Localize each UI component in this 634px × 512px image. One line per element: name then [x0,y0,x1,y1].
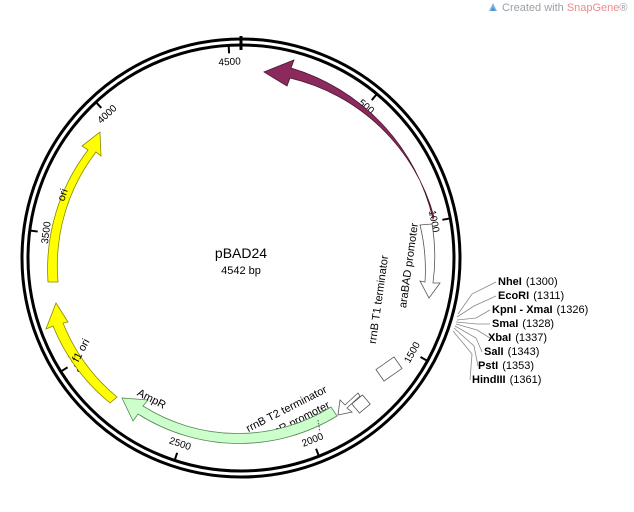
site-leader-hindiii [452,330,473,381]
watermark-brand: SnapGene [566,2,620,14]
site-pos-sali: (1343) [508,346,540,358]
site-label-kpni-xmai: KpnI - XmaI (1326) [492,304,588,316]
ampr-dotted-mark [317,419,321,433]
feature-ampr-promoter-arrow [337,392,361,416]
feature-ori-label: ori [56,187,71,202]
site-label-hindiii: HindIII (1361) [472,374,541,386]
restriction-sites: NheI (1300) EcoRI (1311) KpnI - XmaI (1326)… [472,276,588,386]
tick-label-2000: 2000 [300,431,325,450]
site-name-psti: PstI [478,360,498,372]
site-leader-kpni-xmai [456,309,491,321]
tick-mark-3500 [29,229,38,233]
site-name-smai: SmaI [492,318,518,330]
feature-ampr-arrow [121,397,338,444]
site-pos-smai: (1328) [522,318,554,330]
feature-ori-arrow [47,131,102,283]
site-label-sali: SalI (1343) [484,346,539,358]
tick-label-1500: 1500 [403,340,424,365]
feature-rrnb-t1-terminator-box [375,356,403,382]
site-name-xbai: XbaI [488,332,511,344]
feature-arabad-promoter-arrow [419,223,441,299]
site-leader-ecori [456,295,497,318]
site-leader-xbai [455,323,491,339]
site-label-smai: SmaI (1328) [492,318,554,330]
plasmid-length: 4542 bp [221,265,261,277]
feature-f1-ori-arrow [45,302,118,404]
feature-f1-ori-label: f1 ori [70,337,92,364]
site-leader-nhei [457,281,497,315]
site-label-nhei: NheI (1300) [498,276,558,288]
site-pos-psti: (1353) [502,360,534,372]
site-pos-ecori: (1311) [533,290,564,302]
feature-rrnb-t1-terminator-label: rrnB T1 terminator [367,254,391,344]
site-label-xbai: XbaI (1337) [488,332,547,344]
snapgene-logo-icon [489,3,497,11]
tick-mark-2500 [173,452,179,461]
tick-label-2500: 2500 [168,436,193,454]
site-name-kpni-xmai: KpnI - XmaI [492,304,553,316]
tick-mark-3000 [60,366,69,373]
watermark-prefix: Created with [502,2,567,14]
site-name-nhei: NheI [498,276,522,288]
tick-mark-2000 [315,448,320,457]
feature-rrnb-t2-terminator-box [351,394,371,414]
site-leader-smai [455,321,490,325]
tick-label-4500: 4500 [218,56,241,68]
site-pos-xbai: (1337) [515,332,547,344]
site-leader-sali [454,325,483,353]
site-label-psti: PstI (1353) [478,360,534,372]
site-name-ecori: EcoRI [498,290,529,302]
site-pos-kpni-xmai: (1326) [557,304,589,316]
watermark-suffix: ® [619,2,628,14]
site-name-hindiii: HindIII [472,374,506,386]
site-pos-hindiii: (1361) [510,374,542,386]
site-leader-lines [452,281,497,381]
tick-mark-4000 [95,101,103,109]
site-leader-psti [453,327,479,367]
site-pos-nhei: (1300) [526,276,558,288]
snapgene-watermark: Created with SnapGene® [488,2,628,14]
plasmid-name: pBAD24 [215,245,267,261]
site-label-ecori: EcoRI (1311) [498,290,564,302]
tick-mark-500 [370,93,378,101]
tick-mark-1500 [420,356,428,362]
feature-arac-arrow [263,59,435,221]
tick-mark-1000 [442,217,451,221]
site-name-sali: SalI [484,346,504,358]
feature-arabad-promoter-label: araBAD promoter [397,222,421,309]
